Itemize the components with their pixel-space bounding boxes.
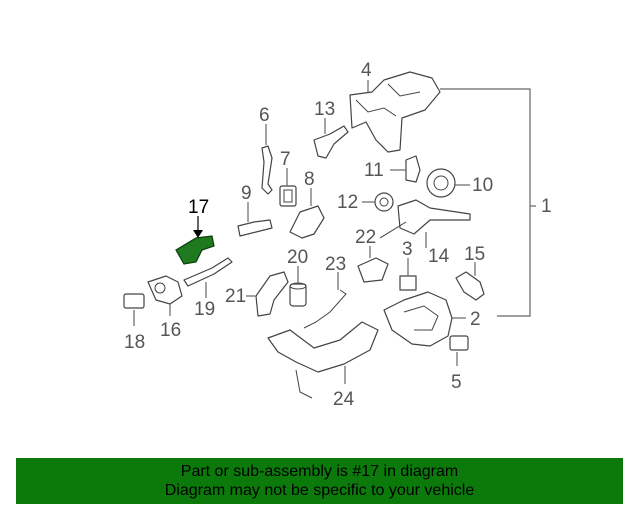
part-17-shape: [175, 235, 215, 265]
part-12-shape: [374, 192, 394, 212]
callout-4: 4: [361, 60, 372, 81]
part-22-shape: [357, 257, 389, 283]
callout-13: 13: [314, 99, 335, 120]
part-14-shape: [379, 199, 471, 239]
bracket-1: [440, 88, 531, 317]
callout-20: 20: [287, 247, 308, 268]
callout-3: 3: [402, 239, 413, 260]
callout-6: 6: [259, 105, 270, 126]
part-8-shape: [289, 205, 325, 239]
part-16-shape: [147, 275, 183, 305]
part-5-shape: [449, 335, 469, 351]
callout-22: 22: [355, 227, 376, 248]
part-3-shape: [399, 275, 417, 291]
part-2-shape: [383, 291, 453, 347]
callout-15: 15: [464, 244, 485, 265]
part-21-shape: [255, 271, 289, 317]
info-banner: Part or sub-assembly is #17 in diagram D…: [16, 458, 623, 504]
callout-17: 17: [188, 197, 209, 218]
part-11-shape: [405, 155, 421, 183]
callout-16: 16: [160, 320, 181, 341]
callout-7: 7: [280, 149, 291, 170]
callout-23: 23: [325, 254, 346, 275]
callout-9: 9: [241, 183, 252, 204]
callout-14: 14: [428, 246, 450, 267]
callout-12: 12: [337, 192, 358, 213]
banner-line-1: Part or sub-assembly is #17 in diagram: [180, 463, 459, 480]
callout-1: 1: [541, 196, 552, 217]
part-15-shape: [455, 271, 485, 301]
part-4-shape: [349, 71, 441, 153]
callout-11: 11: [364, 160, 384, 181]
part-9-shape: [237, 219, 273, 237]
part-6-shape: [261, 145, 273, 195]
callout-2: 2: [470, 309, 481, 330]
callout-8: 8: [304, 169, 315, 190]
callout-18: 18: [124, 332, 145, 353]
callout-21: 21: [225, 286, 246, 307]
callout-19: 19: [194, 299, 215, 320]
callout-24: 24: [333, 389, 355, 410]
part-19-shape: [183, 257, 233, 287]
part-7-shape: [279, 185, 297, 207]
banner-line-2: Diagram may not be specific to your vehi…: [164, 482, 475, 499]
part-13-shape: [313, 125, 349, 159]
part-10-shape: [426, 168, 456, 198]
part-20-shape: [289, 282, 307, 307]
callout-10: 10: [472, 175, 493, 196]
part-18-shape: [123, 293, 145, 309]
part-24-shape: [267, 321, 379, 399]
part-23-shape: [303, 289, 347, 329]
parts-diagram: 1 2 3 4 5 6 7 8 9 10 11 12 13 14 15 16 1…: [123, 60, 552, 410]
callout-5: 5: [451, 372, 462, 393]
